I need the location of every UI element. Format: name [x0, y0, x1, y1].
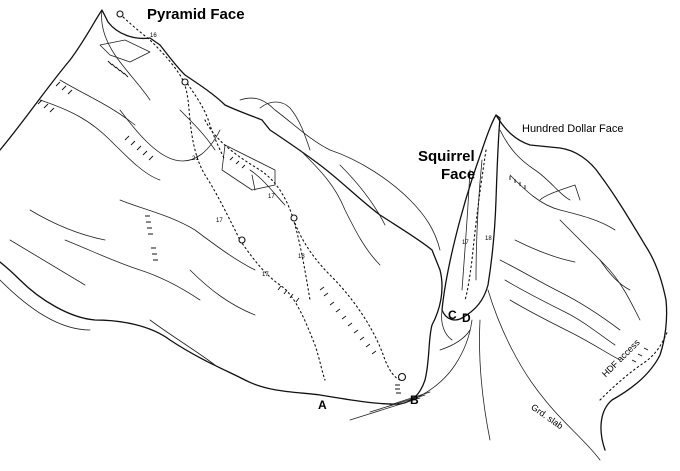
belay-station-left	[238, 236, 246, 244]
pyramid-face-label: Pyramid Face	[147, 6, 245, 23]
roof-hatching	[37, 60, 401, 394]
pitch-number: 16	[150, 33, 157, 39]
access-point-d: D	[462, 311, 471, 325]
access-point-a: A	[318, 398, 327, 412]
pitch-number: 17	[462, 240, 469, 246]
belay-stations	[116, 10, 407, 382]
access-point-c: C	[448, 308, 457, 322]
belay-station-mid	[290, 214, 298, 222]
pitch-number: 17	[216, 218, 223, 224]
access-point-b: B	[410, 393, 419, 407]
pyramid-face-outline	[0, 9, 443, 405]
squirrel-face-outline	[441, 114, 501, 341]
hundred-dollar-face-outline	[479, 114, 669, 461]
belay-station-top	[116, 10, 124, 18]
squirrel-face-label-line2: Face	[441, 166, 476, 183]
pitch-number: 18	[485, 236, 492, 242]
belay-station-upper	[181, 78, 189, 86]
pitch-number: 21	[192, 156, 199, 162]
hundred-dollar-hatching	[509, 176, 649, 363]
pitch-number: 18	[298, 254, 305, 260]
pyramid-routes	[119, 13, 401, 381]
squirrel-face-label-line1: Squirrel	[418, 148, 475, 165]
gully	[239, 97, 473, 421]
pitch-number: 17	[262, 272, 269, 278]
hundred-dollar-face-label: Hundred Dollar Face	[522, 123, 624, 135]
belay-station-bottom	[397, 372, 407, 382]
pitch-number: 17	[268, 194, 275, 200]
